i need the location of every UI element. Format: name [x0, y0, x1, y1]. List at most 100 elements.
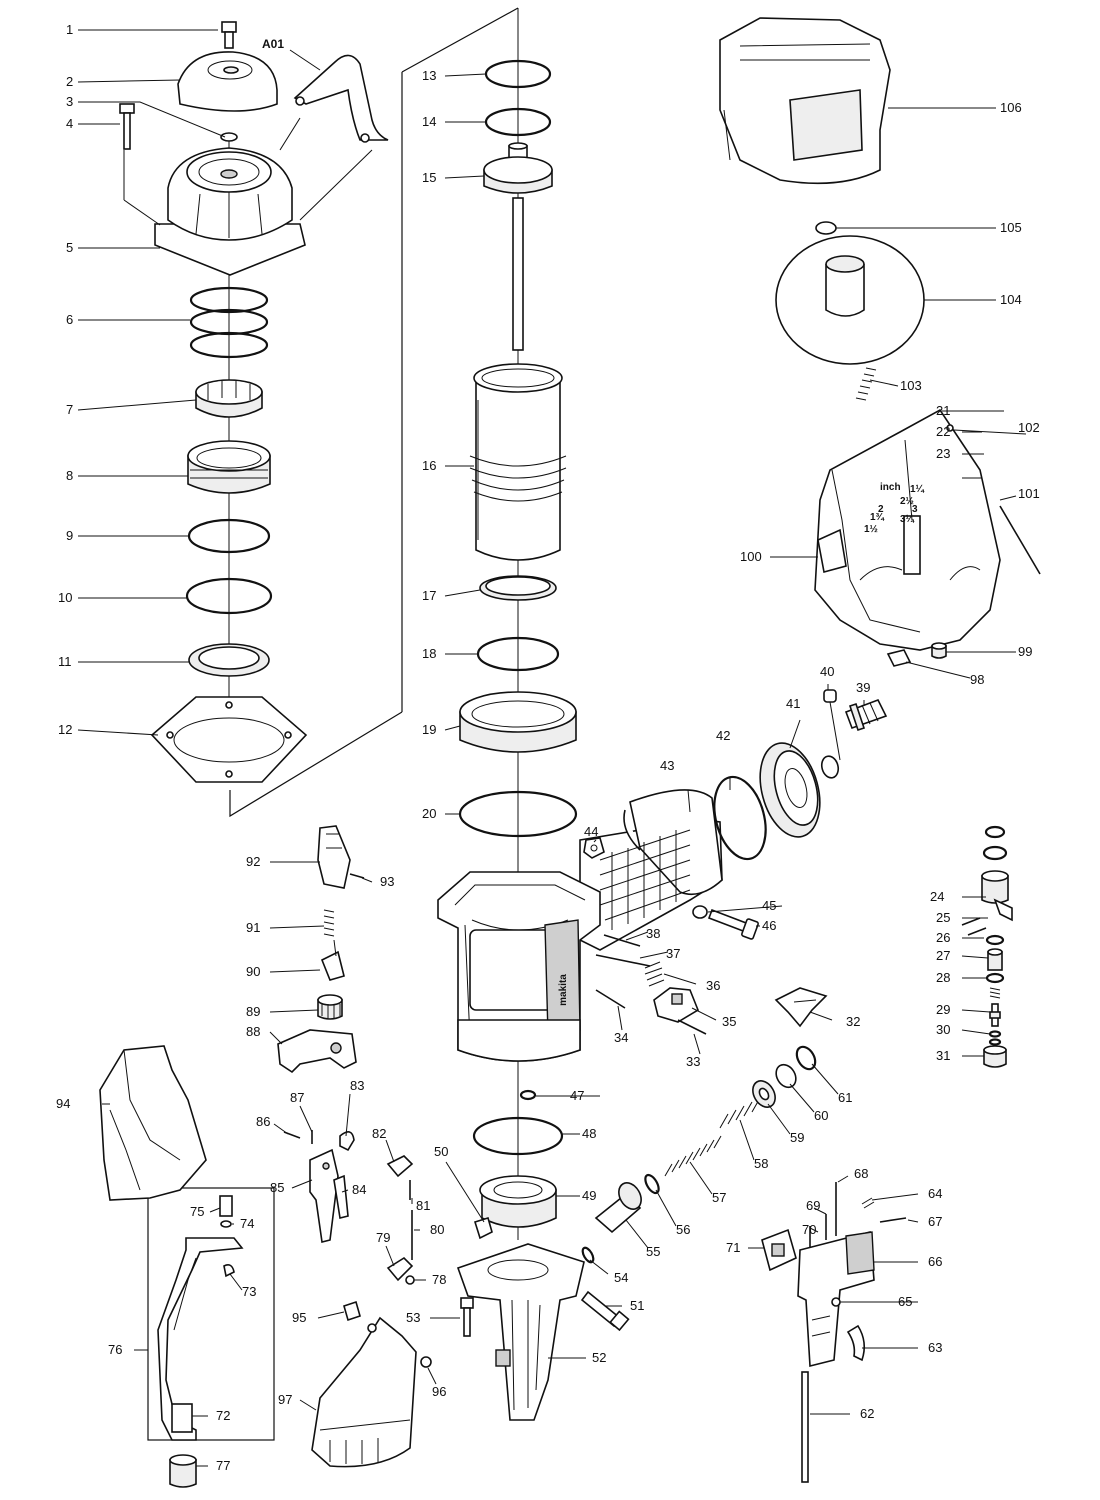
label-43: 43 — [660, 758, 674, 773]
label-53: 53 — [406, 1310, 420, 1325]
part-63-clip — [846, 1324, 866, 1362]
part-90-trigger-lever — [320, 939, 345, 981]
part-2-exhaust-cover — [177, 51, 278, 112]
label-77: 77 — [216, 1458, 230, 1473]
label-11: 11 — [58, 654, 72, 669]
part-55-piston — [594, 1182, 642, 1234]
magazine-scale-unit: inch — [880, 482, 901, 493]
label-20: 20 — [422, 806, 436, 821]
label-10: 10 — [58, 590, 72, 605]
label-2: 2 — [66, 74, 73, 89]
part-95-nut — [343, 1300, 361, 1322]
part-35-valve-body — [653, 987, 699, 1023]
label-49: 49 — [582, 1188, 596, 1203]
label-99: 99 — [1018, 644, 1032, 659]
label-87: 87 — [290, 1090, 304, 1105]
part-40-cap — [820, 689, 841, 779]
part-57-spring — [664, 1135, 722, 1177]
part-39-air-fitting — [844, 698, 888, 732]
label-83: 83 — [350, 1078, 364, 1093]
label-54: 54 — [614, 1270, 628, 1285]
part-23-valve-sleeve — [981, 870, 1013, 922]
part-36-spring — [644, 961, 665, 987]
part-58-spring — [719, 1097, 761, 1129]
brand-mark: makita — [558, 974, 569, 1006]
part-93-pin — [349, 873, 365, 879]
part-37-pin — [595, 954, 651, 967]
label-63: 63 — [928, 1340, 942, 1355]
label-71: 71 — [726, 1240, 740, 1255]
label-100: 100 — [740, 549, 762, 564]
label-51: 51 — [630, 1298, 644, 1313]
label-57: 57 — [712, 1190, 726, 1205]
magazine-scale-mark-7: 3¼ — [900, 514, 915, 525]
part-5-cylinder-cap — [154, 147, 306, 276]
part-65-washer — [831, 1297, 841, 1307]
label-42: 42 — [716, 728, 730, 743]
label-65: 65 — [898, 1294, 912, 1309]
label-5: 5 — [66, 240, 73, 255]
label-56: 56 — [676, 1222, 690, 1237]
part-64-spring — [861, 1197, 875, 1209]
magazine-scale-mark-5: 1¾ — [870, 512, 885, 523]
label-62: 62 — [860, 1406, 874, 1421]
label-38: 38 — [646, 926, 660, 941]
label-68: 68 — [854, 1166, 868, 1181]
part-1-bolt — [221, 21, 237, 49]
label-1: 1 — [66, 22, 73, 37]
part-73-clip — [223, 1264, 235, 1278]
label-6: 6 — [66, 312, 73, 327]
part-103-spring — [855, 367, 877, 401]
label-30: 30 — [936, 1022, 950, 1037]
label-91: 91 — [246, 920, 260, 935]
magazine-scale-mark-4: 3 — [912, 504, 918, 515]
part-99-nut — [931, 642, 947, 659]
magazine-scale-mark-1: 1¼ — [910, 484, 925, 495]
label-14: 14 — [422, 114, 436, 129]
part-78-washer — [405, 1275, 415, 1285]
part-88-housing — [277, 1029, 357, 1074]
part-96-screw — [420, 1356, 432, 1368]
label-24: 24 — [930, 889, 944, 904]
label-9: 9 — [66, 528, 73, 543]
label-4: 4 — [66, 116, 73, 131]
part-3-washer — [220, 132, 238, 142]
leader-lines — [77, 29, 1027, 1467]
label-94: 94 — [56, 1096, 70, 1111]
part-48-o-ring — [472, 1116, 564, 1156]
part-6-spring — [189, 286, 269, 359]
label-17: 17 — [422, 588, 436, 603]
label-44: 44 — [584, 824, 598, 839]
label-95: 95 — [292, 1310, 306, 1325]
label-7: 7 — [66, 402, 73, 417]
label-46: 46 — [762, 918, 776, 933]
label-104: 104 — [1000, 292, 1022, 307]
label-28: 28 — [936, 970, 950, 985]
part-62-rod — [801, 1371, 809, 1483]
part-21-o-ring — [984, 825, 1006, 839]
label-106: 106 — [1000, 100, 1022, 115]
part-16-cylinder — [469, 363, 567, 561]
label-40: 40 — [820, 664, 834, 679]
part-a01-hook — [293, 54, 389, 143]
part-92-bracket — [317, 825, 351, 889]
label-60: 60 — [814, 1108, 828, 1123]
label-67: 67 — [928, 1214, 942, 1229]
part-46-bolt — [707, 908, 759, 940]
label-41: 41 — [786, 696, 800, 711]
part-26-valve-stem — [987, 948, 1003, 971]
part-8-head-valve — [187, 440, 271, 494]
part-52-nose — [456, 1243, 585, 1421]
label-8: 8 — [66, 468, 73, 483]
label-27: 27 — [936, 948, 950, 963]
part-38-pin — [603, 934, 641, 947]
label-58: 58 — [754, 1156, 768, 1171]
label-102: 102 — [1018, 420, 1040, 435]
label-35: 35 — [722, 1014, 736, 1029]
part-101-pin — [999, 505, 1041, 575]
part-29-plunger — [989, 1003, 1001, 1027]
part-60-washer — [775, 1063, 797, 1089]
part-51-bolt — [580, 1290, 630, 1332]
part-74-washer — [220, 1220, 232, 1228]
